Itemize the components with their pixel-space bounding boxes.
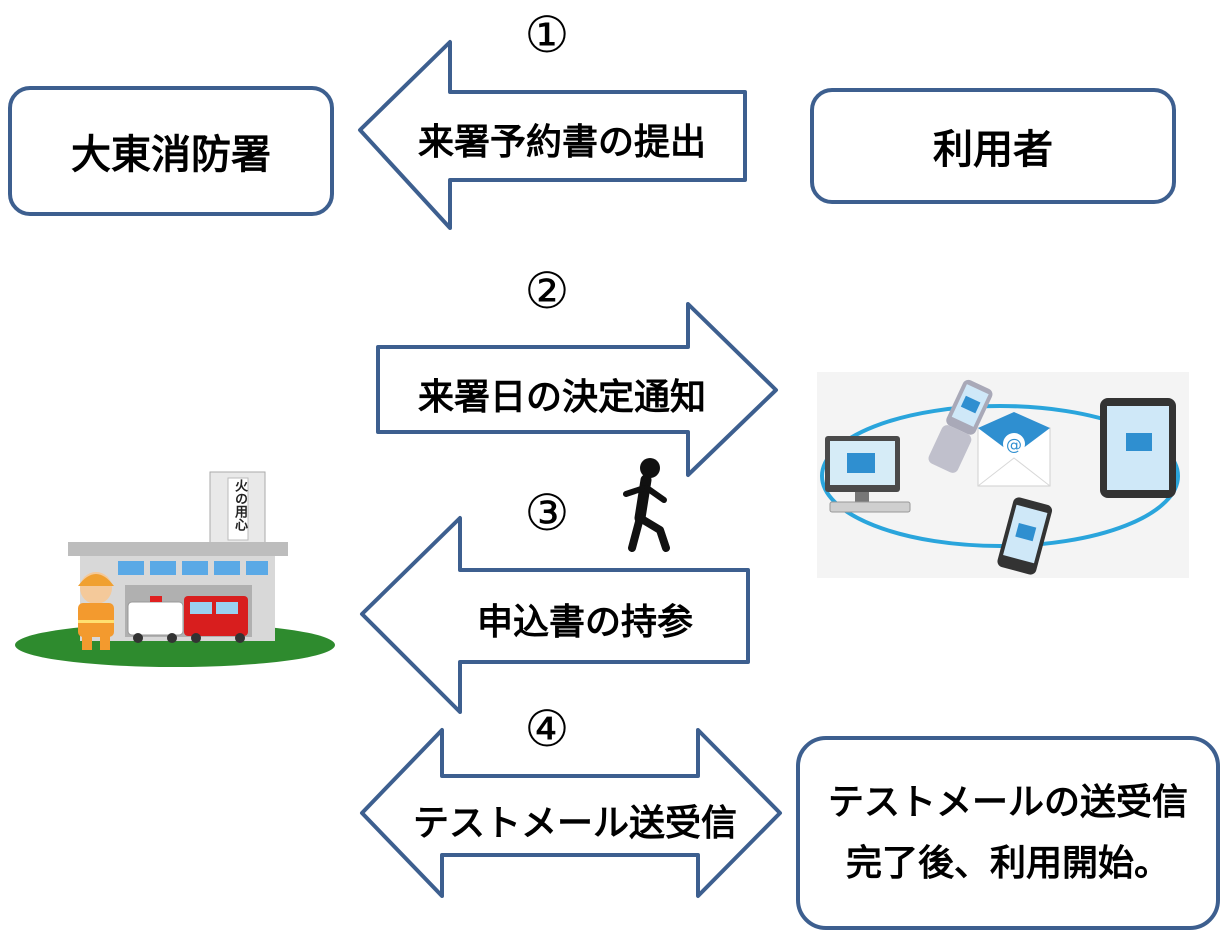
tablet-icon — [1100, 398, 1176, 498]
step-4-number: ④ — [524, 700, 570, 758]
completion-line-2: 完了後、利用開始。 — [845, 843, 1170, 884]
computer-icon — [825, 436, 911, 513]
arrow-right-step-2 — [376, 302, 778, 477]
fire-station-illustration — [15, 471, 335, 667]
network-ellipse — [820, 404, 1180, 548]
arrow-left-step-3 — [360, 516, 750, 714]
step-3-number: ③ — [524, 484, 570, 542]
step-2-label: 来署日の決定通知 — [417, 377, 706, 418]
fire-station-box: 大東消防署 — [8, 86, 334, 216]
user-box: 利用者 — [810, 88, 1176, 204]
envelope-icon: @ — [977, 412, 1051, 487]
step-1-label: 来署予約書の提出 — [417, 122, 706, 163]
flip-phone-icon — [928, 379, 993, 473]
fire-station-label: 大東消防署 — [71, 132, 271, 178]
devices-illustration: @ — [817, 372, 1189, 578]
walking-person-icon — [623, 458, 670, 552]
arrow-left-step-1 — [358, 40, 747, 230]
smartphone-icon — [997, 497, 1053, 575]
arrow-double-step-4 — [360, 728, 782, 898]
completion-line-1: テストメールの送受信 — [827, 781, 1188, 823]
user-label: 利用者 — [933, 127, 1053, 173]
completion-box: テストメールの送受信 完了後、利用開始。 — [796, 736, 1220, 930]
step-3-label: 申込書の持参 — [476, 602, 693, 643]
step-1-number: ① — [524, 6, 570, 64]
step-4-label: テストメール送受信 — [412, 803, 737, 844]
fire-station-sign: 火の用心 — [232, 479, 247, 531]
step-2-number: ② — [524, 262, 570, 320]
mail-at-symbol: @ — [1006, 435, 1022, 454]
